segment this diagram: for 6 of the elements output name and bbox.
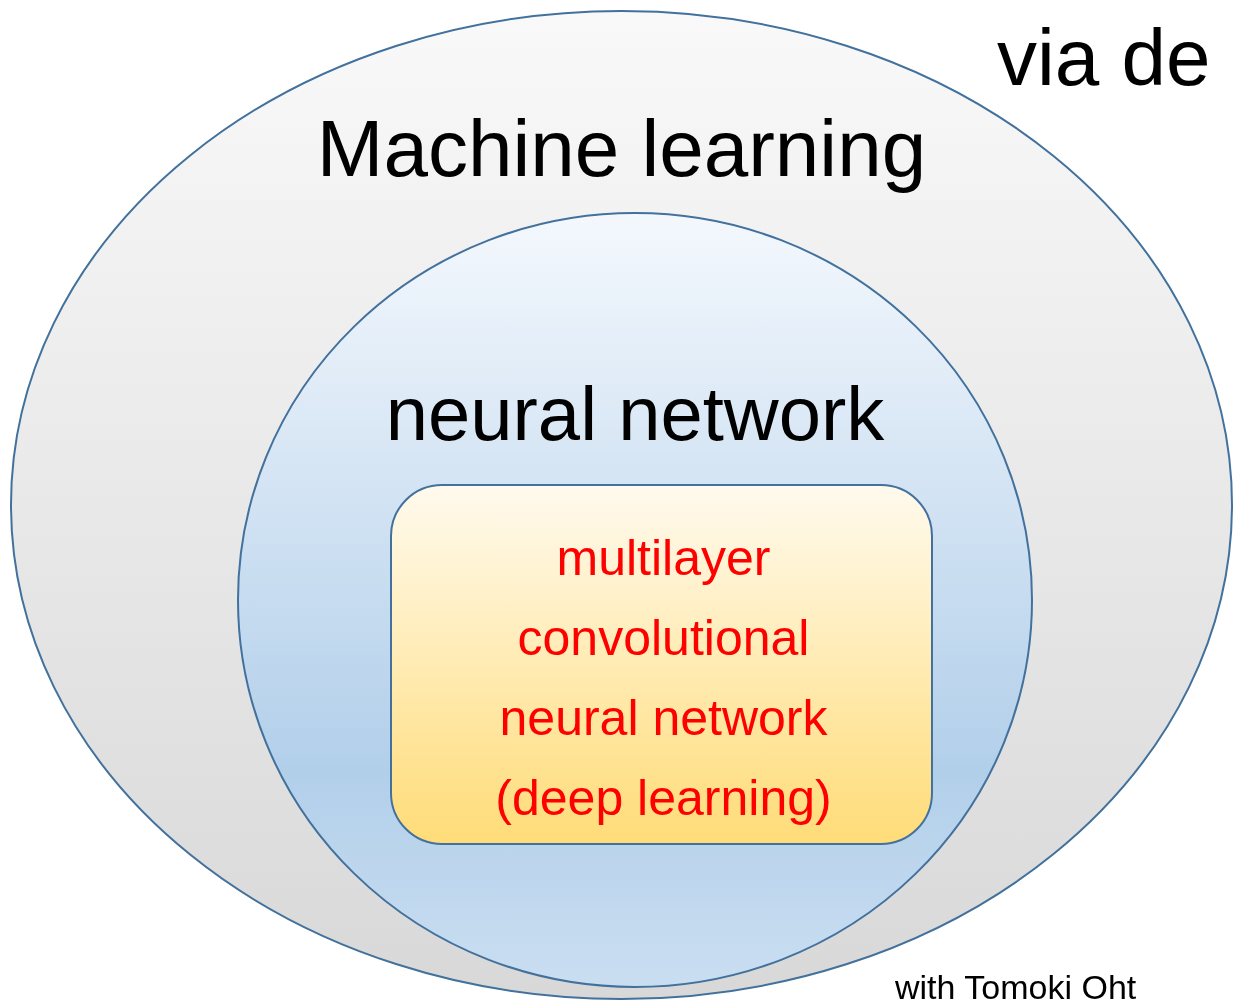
set-title: Machine learning — [316, 104, 927, 193]
highlight-box — [390, 484, 933, 845]
box-text: multilayer convolutional neural network (deep learning) — [494, 529, 833, 828]
credit-text: with Tomoki Oht — [895, 968, 1137, 1003]
heading-text: via de — [997, 12, 1211, 104]
set-title: neural network — [385, 371, 885, 456]
